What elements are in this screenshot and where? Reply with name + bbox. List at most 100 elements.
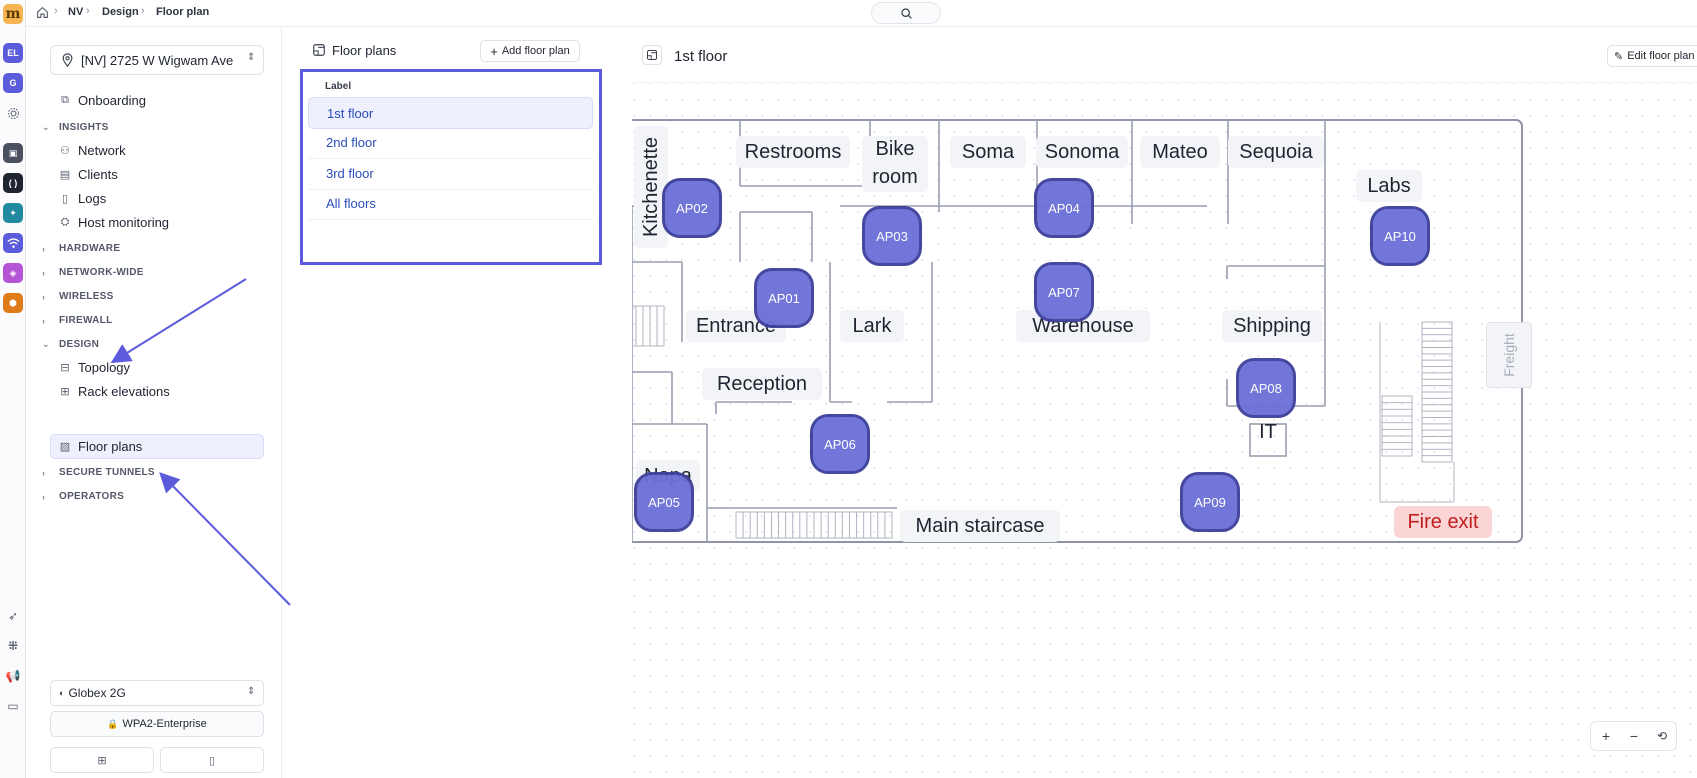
- network-icon: ⚇: [60, 145, 70, 157]
- laptop-icon[interactable]: ▭: [7, 699, 19, 713]
- zoom-controls: + − ⟲: [1590, 721, 1677, 751]
- ssid-select[interactable]: ◐ Globex 2G ⇕: [50, 680, 264, 706]
- floor-plan-row-2nd[interactable]: 2nd floor: [308, 127, 593, 159]
- section-wireless[interactable]: ›WIRELESS: [42, 291, 114, 302]
- access-point-ap08[interactable]: AP08: [1236, 358, 1296, 418]
- wifi-app-icon[interactable]: [3, 233, 23, 253]
- location-pin-icon: [61, 53, 74, 70]
- section-network-wide[interactable]: ›NETWORK-WIDE: [42, 267, 144, 278]
- megaphone-icon[interactable]: 📢: [5, 669, 21, 683]
- org-el-button[interactable]: EL: [3, 43, 23, 63]
- floor-plans-title: Floor plans: [332, 43, 397, 58]
- sidebar-item-network[interactable]: ⚇Network: [58, 143, 126, 158]
- floor-plan-icon: [642, 45, 662, 65]
- clients-icon: ▤: [59, 169, 71, 181]
- pencil-icon: ✎: [1614, 50, 1624, 63]
- robot-app-icon[interactable]: ▣: [3, 143, 23, 163]
- zoom-reset-button[interactable]: ⟲: [1656, 729, 1668, 743]
- chevron-right-icon: ›: [42, 491, 46, 502]
- mobile-button[interactable]: ▯: [160, 747, 264, 773]
- access-point-ap09[interactable]: AP09: [1180, 472, 1240, 532]
- home-icon[interactable]: [36, 6, 49, 24]
- pill-app-icon[interactable]: ◈: [3, 263, 23, 283]
- satellite-app-icon[interactable]: ✦: [3, 203, 23, 223]
- breadcrumb-separator: ›: [141, 5, 145, 17]
- zoom-out-button[interactable]: −: [1629, 728, 1639, 744]
- access-point-ap02[interactable]: AP02: [662, 178, 722, 238]
- lock-icon: 🔒: [107, 718, 119, 729]
- sidebar-item-label: Floor plans: [78, 439, 143, 454]
- rocket-icon[interactable]: ➶: [7, 609, 19, 623]
- org-g-button[interactable]: G: [3, 73, 23, 93]
- zoom-in-button[interactable]: +: [1601, 728, 1611, 744]
- room-label-freight: Freight: [1501, 333, 1517, 377]
- sidebar-item-floor-plans[interactable]: ▨Floor plans: [58, 439, 143, 454]
- room-label-bg: [1486, 322, 1532, 388]
- floor-plans-table: Label 1st floor 2nd floor 3rd floor All …: [300, 69, 602, 265]
- sidebar-item-rack-elevations[interactable]: ⊞Rack elevations: [58, 384, 170, 399]
- chevron-updown-icon: ⇕: [247, 52, 256, 63]
- room-label-kitchenette: Kitchenette: [640, 136, 662, 238]
- section-label: WIRELESS: [59, 291, 114, 302]
- sidebar-item-host-monitoring[interactable]: ⛭Host monitoring: [58, 215, 169, 230]
- section-hardware[interactable]: › HARDWARE: [42, 243, 120, 254]
- section-label: HARDWARE: [59, 243, 121, 254]
- sidebar-item-topology[interactable]: ⊟ Topology: [58, 360, 130, 375]
- map-header: 1st floor ✎Edit floor plan: [632, 27, 1697, 83]
- sidebar-item-clients[interactable]: ▤ Clients: [58, 167, 118, 182]
- floor-plan-row-1st[interactable]: 1st floor: [308, 97, 593, 129]
- breadcrumb-separator: ›: [86, 5, 90, 17]
- room-label-sequoia: Sequoia: [1228, 136, 1324, 168]
- sidebar-item-label: Logs: [78, 191, 107, 206]
- topology-icon: ⊟: [60, 362, 70, 374]
- sidebar-item-label: Clients: [78, 167, 118, 182]
- site-select-value: [NV] 2725 W Wigwam Ave: [81, 53, 234, 68]
- access-point-ap06[interactable]: AP06: [810, 414, 870, 474]
- section-label: DESIGN: [59, 339, 100, 350]
- add-floor-plan-button[interactable]: +Add floor plan: [480, 40, 580, 62]
- sidebar-item-label: Topology: [78, 360, 131, 375]
- floor-plan-canvas[interactable]: Kitchenette Restrooms Bike room Soma Son…: [632, 84, 1697, 778]
- access-point-ap01[interactable]: AP01: [754, 268, 814, 328]
- chevron-updown-icon: ⇕: [247, 686, 256, 697]
- room-label-shipping: Shipping: [1222, 310, 1322, 342]
- qr-code-icon: ⊞: [97, 754, 107, 767]
- section-design[interactable]: ⌄DESIGN: [42, 339, 99, 350]
- floor-plan-row-3rd[interactable]: 3rd floor: [308, 158, 593, 190]
- sidebar-item-label: Rack elevations: [78, 384, 170, 399]
- site-select[interactable]: [NV] 2725 W Wigwam Ave ⇕: [50, 45, 264, 75]
- app-logo[interactable]: m: [3, 4, 23, 24]
- shield-app-icon[interactable]: ⬢: [3, 293, 23, 313]
- qr-code-button[interactable]: ⊞: [50, 747, 154, 773]
- breadcrumb-design[interactable]: Design: [102, 6, 139, 18]
- room-label-mateo: Mateo: [1140, 136, 1220, 168]
- access-point-ap05[interactable]: AP05: [634, 472, 694, 532]
- breadcrumb-nv[interactable]: NV: [68, 6, 84, 18]
- section-secure-tunnels[interactable]: ›SECURE TUNNELS: [42, 467, 155, 478]
- room-label-fire-exit: Fire exit: [1394, 506, 1492, 538]
- floor-plans-panel: Floor plans +Add floor plan Label 1st fl…: [282, 27, 632, 778]
- room-label-labs: Labs: [1356, 170, 1422, 202]
- chevron-right-icon: ›: [42, 243, 46, 254]
- edit-floor-plan-button[interactable]: ✎Edit floor plan: [1607, 45, 1697, 67]
- access-point-ap07[interactable]: AP07: [1034, 262, 1094, 322]
- access-point-ap03[interactable]: AP03: [862, 206, 922, 266]
- sidebar-item-floor-plans-highlight[interactable]: [50, 434, 264, 459]
- sidebar-item-onboarding[interactable]: ⧉Onboarding: [58, 93, 146, 108]
- gear-icon[interactable]: [3, 103, 23, 123]
- brackets-app-icon[interactable]: ( ): [3, 173, 23, 193]
- access-point-ap10[interactable]: AP10: [1370, 206, 1430, 266]
- apps-grid-icon[interactable]: ⁜: [7, 639, 19, 653]
- floor-plan-row-all[interactable]: All floors: [308, 188, 593, 220]
- access-point-ap04[interactable]: AP04: [1034, 178, 1094, 238]
- logs-icon: ▯: [61, 193, 69, 205]
- section-operators[interactable]: ›OPERATORS: [42, 491, 124, 502]
- room-label-bike-room: room: [872, 166, 918, 188]
- chevron-right-icon: ›: [42, 315, 46, 326]
- section-insights[interactable]: ⌄INSIGHTS: [42, 122, 109, 133]
- room-label-main-staircase: Main staircase: [900, 510, 1060, 542]
- search-button[interactable]: [871, 2, 941, 24]
- sidebar-item-logs[interactable]: ▯ Logs: [58, 191, 106, 206]
- section-firewall[interactable]: ›FIREWALL: [42, 315, 113, 326]
- room-label-it: IT: [1259, 421, 1277, 443]
